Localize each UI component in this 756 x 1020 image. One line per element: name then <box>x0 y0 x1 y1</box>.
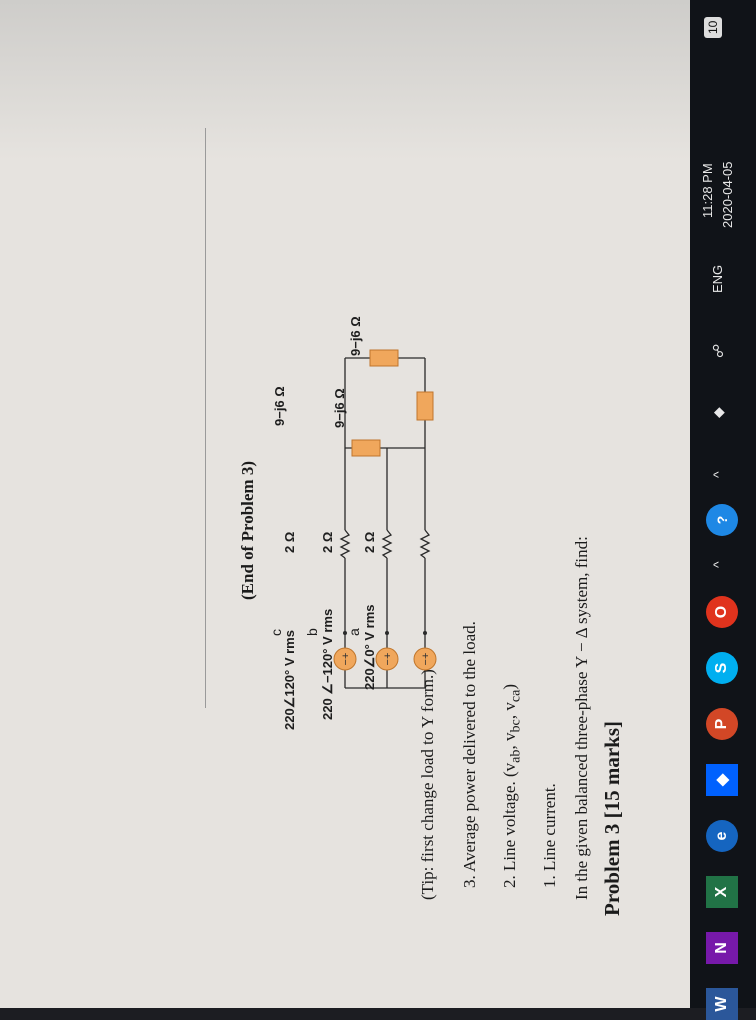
end-of-problem: (End of Problem 3) <box>238 461 257 600</box>
voltage-source-b-icon: −+ <box>375 647 399 671</box>
circuit-diagram: −+ −+ −+ <box>333 349 437 689</box>
load-impedance-ab <box>351 439 381 457</box>
voltage-source-a-icon: −+ <box>333 647 357 671</box>
browser-icon[interactable]: e <box>706 820 738 852</box>
chevron-up-icon[interactable]: ^ <box>710 561 726 568</box>
voltage-source-c-icon: −+ <box>413 647 437 671</box>
node-a-label: a <box>346 628 362 636</box>
opera-icon[interactable]: O <box>706 596 738 628</box>
question-3: 3. Average power delivered to the load. <box>460 621 479 888</box>
source-c-label: 220∠120° V rms <box>282 630 297 730</box>
notification-badge[interactable]: 10 <box>704 16 722 38</box>
onenote-icon[interactable]: N <box>706 932 738 964</box>
taskbar: W N X e ◆ P S O ^ ? ^ ◆ ☍ ENG 11:28 PM 2… <box>690 0 756 1020</box>
clock-time[interactable]: 11:28 PM <box>700 163 715 218</box>
powerpoint-icon[interactable]: P <box>706 708 738 740</box>
document-page: Problem 3 [15 marks] In the given balanc… <box>0 0 690 1008</box>
question-1: 1. Line current. <box>540 783 559 888</box>
help-icon[interactable]: ? <box>706 504 738 536</box>
word-icon[interactable]: W <box>706 988 738 1020</box>
source-a-label: 220∠0° V rms <box>362 604 377 690</box>
problem-intro: In the given balanced three-phase Y − Δ … <box>572 536 591 900</box>
line-resistor-a-label: 2 Ω <box>362 531 377 553</box>
source-b-label: 220 ∠−120° V rms <box>320 608 335 720</box>
load-bc-label: 9−j6 Ω <box>272 386 287 426</box>
node-b-label: b <box>304 628 320 636</box>
load-ab-label: 9−j6 Ω <box>332 388 347 428</box>
load-impedance-bc <box>416 391 434 421</box>
line-resistor-c-label: 2 Ω <box>282 531 297 553</box>
svg-text:−+: −+ <box>340 653 352 666</box>
clock-date[interactable]: 2020-04-05 <box>720 161 735 229</box>
problem-title: Problem 3 [15 marks] <box>600 721 624 916</box>
svg-text:−+: −+ <box>420 653 432 666</box>
language-indicator[interactable]: ENG <box>710 264 725 293</box>
line-resistor-b-label: 2 Ω <box>320 531 335 553</box>
network-icon[interactable]: ☍ <box>710 343 726 358</box>
dropbox-tray-icon[interactable]: ◆ <box>710 407 726 418</box>
load-ca-label: 9−j6 Ω <box>348 316 363 356</box>
divider <box>205 128 206 708</box>
dropbox-icon[interactable]: ◆ <box>706 764 738 796</box>
chevron-icon[interactable]: ^ <box>710 471 726 478</box>
skype-icon[interactable]: S <box>706 652 738 684</box>
svg-text:−+: −+ <box>382 653 394 666</box>
node-c-label: c <box>268 629 284 636</box>
question-2: 2. Line voltage. (vab, vbc, vca) <box>500 683 524 888</box>
load-impedance-ca <box>369 349 399 367</box>
excel-icon[interactable]: X <box>706 876 738 908</box>
